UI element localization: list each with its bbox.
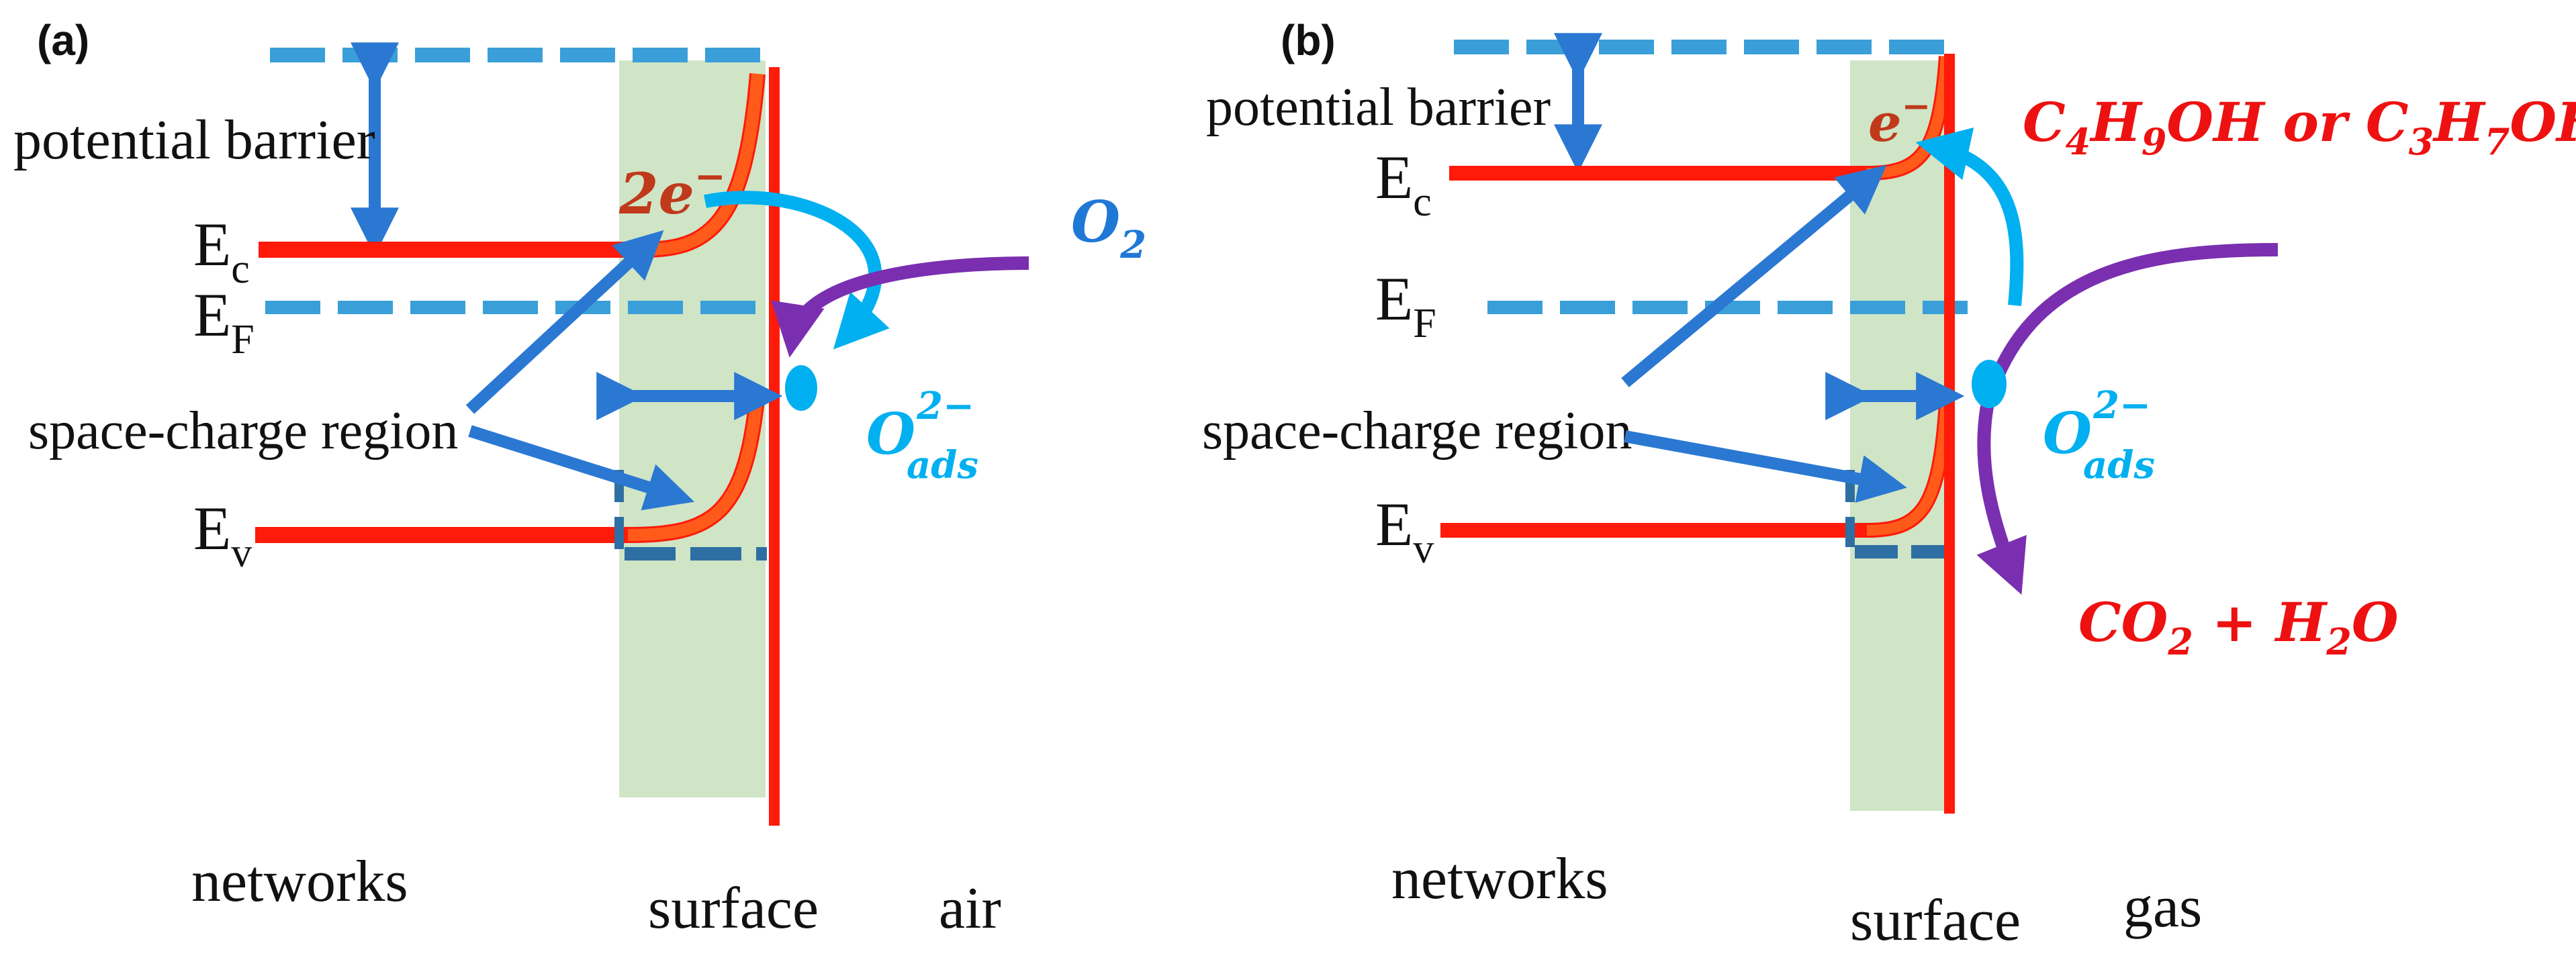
surface-label-a: surface [648,876,819,941]
ev-label-a: Ev [193,494,252,576]
ev-bend-b [1866,402,1951,536]
panel-a-label: (a) [37,16,89,64]
surface-label-b: surface [1850,888,2021,953]
electrons-label-a: 2e− [618,154,726,227]
ev-label-b: Ev [1375,490,1434,572]
ef-label-a: EF [193,281,255,362]
panel-a: (a) potential barrier Ec EF Ev space-cha… [13,16,1146,941]
gas-label-b: gas [2123,875,2202,940]
space-charge-label-b: space-charge region [1202,401,1632,460]
adsorbed-oxygen-dot-b [1972,360,2007,408]
ev-bend-a [627,392,764,541]
product-label-b: CO2 + H2O [2078,591,2399,663]
potential-barrier-label-b: potential barrier [1206,78,1551,137]
space-charge-arrow-up-a [465,230,664,414]
ec-bend-a [643,73,764,256]
ef-label-b: EF [1375,264,1436,346]
gas-species-label-b: C4H9OH or C3H7OH [2023,91,2576,163]
electrons-label-b: e− [1868,86,1931,154]
air-label-a: air [939,876,1001,941]
panel-b: (b) potential barrier Ec EF Ev space-cha… [1202,16,2576,953]
networks-label-a: networks [191,849,408,914]
ec-label-a: Ec [193,210,250,292]
electron-transfer-arrow-a [704,191,890,350]
adsorbed-oxygen-dot-a [785,365,817,411]
oads-label-a: O2−ads [866,384,978,487]
oxygen-adsorption-curve-a [771,256,1029,358]
space-charge-label-a: space-charge region [28,401,458,460]
networks-label-b: networks [1391,846,1608,912]
space-charge-arrow-down-a [468,425,695,511]
gas-reaction-curve-b [1976,243,2279,595]
o2-label-a: O2 [1071,189,1146,267]
potential-barrier-label-a: potential barrier [13,109,375,171]
oads-label-b: O2−ads [2043,383,2155,487]
space-charge-arrow-down-b [1624,430,1907,503]
ec-label-b: Ec [1375,143,1432,225]
electron-return-arrow-b [1915,127,2024,306]
panel-b-label: (b) [1281,16,1336,64]
space-charge-arrow-up-b [1621,164,1887,387]
